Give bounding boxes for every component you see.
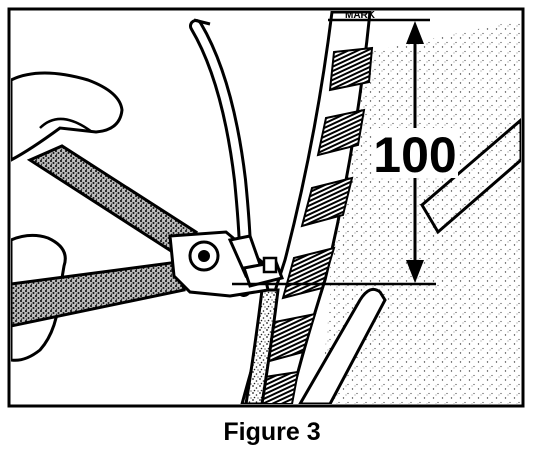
dimension-arrow-bottom	[406, 260, 424, 283]
cut-mark-text: MARK	[345, 10, 376, 21]
plier-handle-lower	[11, 260, 186, 328]
right-rod	[420, 118, 521, 235]
conduit-tube	[244, 288, 280, 404]
upper-hand	[11, 71, 124, 162]
plier-handle-upper	[26, 144, 198, 261]
pointing-finger	[298, 287, 387, 404]
dimension-label-backdrop	[372, 128, 458, 178]
diagonal-cutter	[168, 230, 284, 298]
dimension-label: 100	[373, 127, 456, 183]
loose-wire-end	[193, 18, 211, 26]
figure-caption: Figure 3	[223, 418, 321, 446]
upper-knuckle	[39, 117, 93, 134]
dimension-arrow-top	[406, 21, 424, 44]
